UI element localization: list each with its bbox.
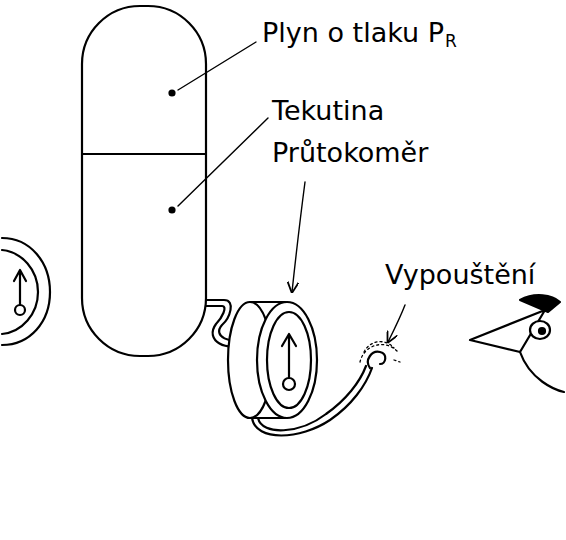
cartoon-head xyxy=(520,352,564,392)
leader-line xyxy=(178,42,256,90)
subscript: R xyxy=(445,32,457,51)
flow-meter-face xyxy=(257,302,317,418)
flow-meter-dial xyxy=(267,312,311,408)
drain-label: Vypouštění xyxy=(385,260,535,290)
cartoon-hair xyxy=(520,295,560,312)
dial-arrow xyxy=(282,334,296,378)
liquid-label: Tekutina xyxy=(272,96,384,126)
gauge xyxy=(2,250,38,334)
cartoon-eye xyxy=(530,321,550,339)
gauge-pivot xyxy=(15,305,25,315)
liquid-level xyxy=(83,153,205,155)
leader-arrow xyxy=(292,182,305,292)
gas-dot xyxy=(170,91,175,96)
leader-arrow xyxy=(388,305,405,342)
gauge xyxy=(2,238,50,345)
outlet xyxy=(368,352,385,368)
tank xyxy=(82,6,206,356)
spray xyxy=(360,342,400,362)
liquid-dot xyxy=(170,208,175,213)
gauge-arrow xyxy=(14,270,26,305)
hose xyxy=(258,366,366,430)
cartoon-pupil xyxy=(539,328,545,334)
leader-line xyxy=(178,118,268,206)
gas-label: Plyn o tlaku P xyxy=(262,18,444,48)
dial-pivot xyxy=(283,378,295,390)
flow-meter-label: Průtokoměr xyxy=(272,138,428,168)
hose xyxy=(252,368,372,436)
